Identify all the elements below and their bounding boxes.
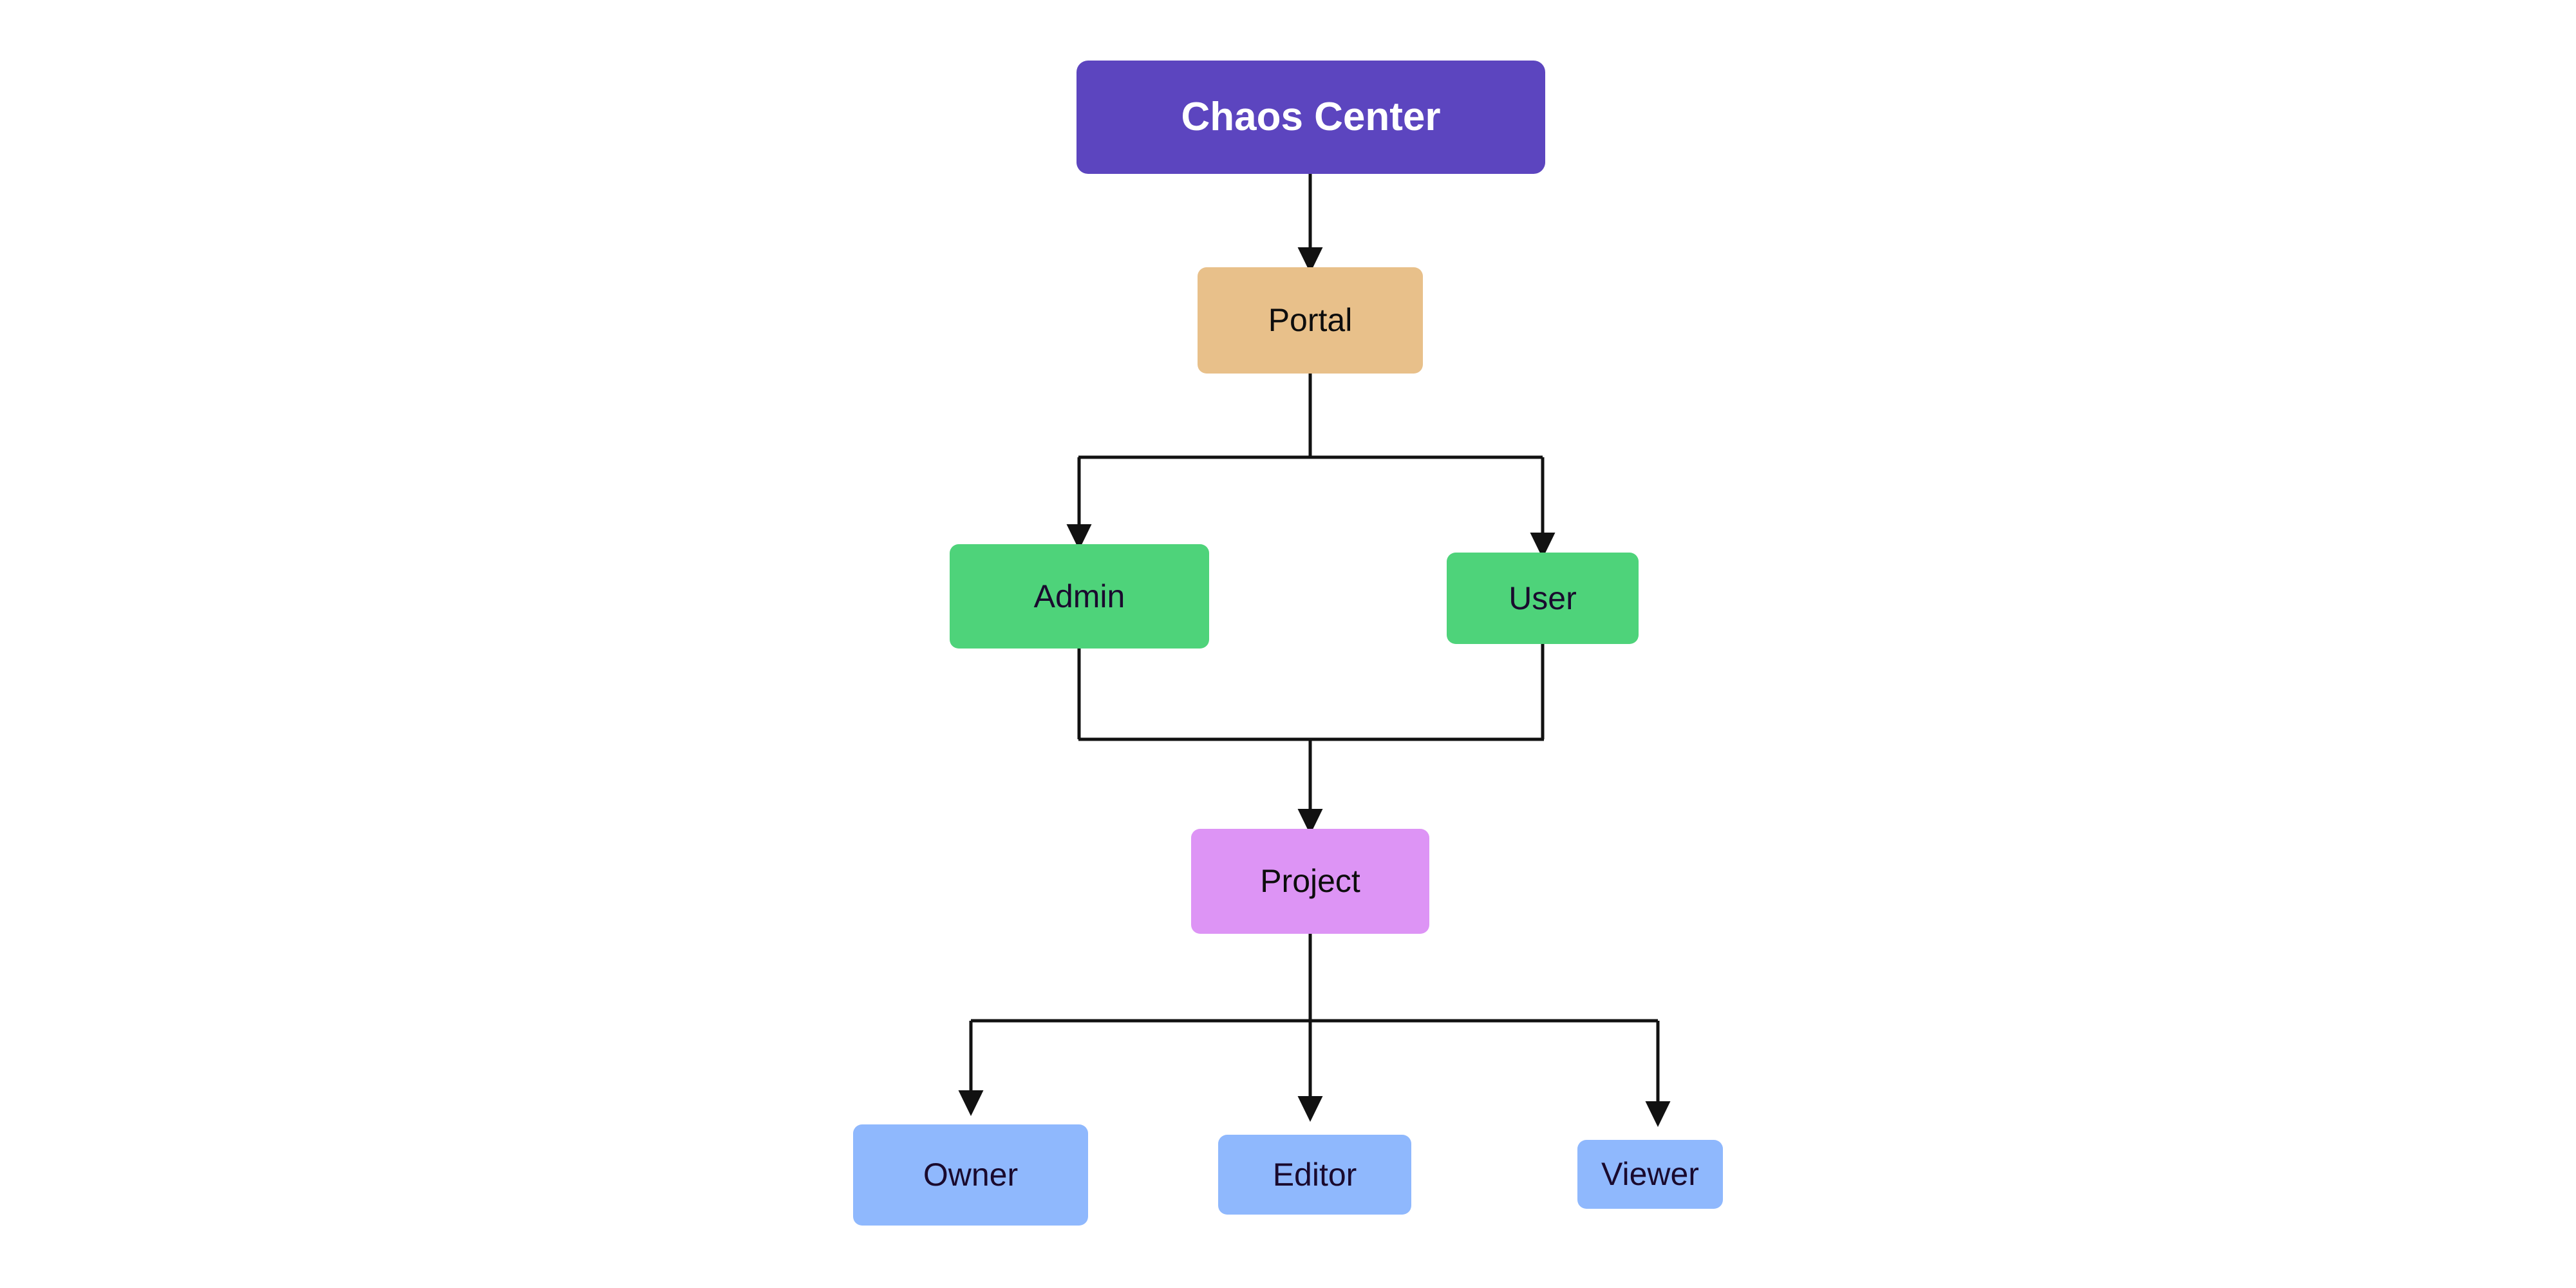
node-chaos-center[interactable]: Chaos Center xyxy=(1076,61,1545,174)
node-label-viewer: Viewer xyxy=(1601,1156,1699,1192)
node-label-owner: Owner xyxy=(923,1157,1019,1193)
node-label-chaos-center: Chaos Center xyxy=(1181,94,1441,139)
node-label-admin: Admin xyxy=(1033,578,1125,614)
node-owner[interactable]: Owner xyxy=(853,1124,1088,1226)
node-label-project: Project xyxy=(1260,863,1360,899)
node-admin[interactable]: Admin xyxy=(950,544,1209,649)
node-editor[interactable]: Editor xyxy=(1218,1135,1411,1215)
node-label-portal: Portal xyxy=(1268,302,1353,338)
node-portal[interactable]: Portal xyxy=(1198,267,1423,374)
node-label-editor: Editor xyxy=(1272,1156,1357,1193)
node-viewer[interactable]: Viewer xyxy=(1577,1140,1723,1209)
node-project[interactable]: Project xyxy=(1191,829,1429,934)
node-user[interactable]: User xyxy=(1447,553,1639,644)
node-label-user: User xyxy=(1509,580,1577,616)
